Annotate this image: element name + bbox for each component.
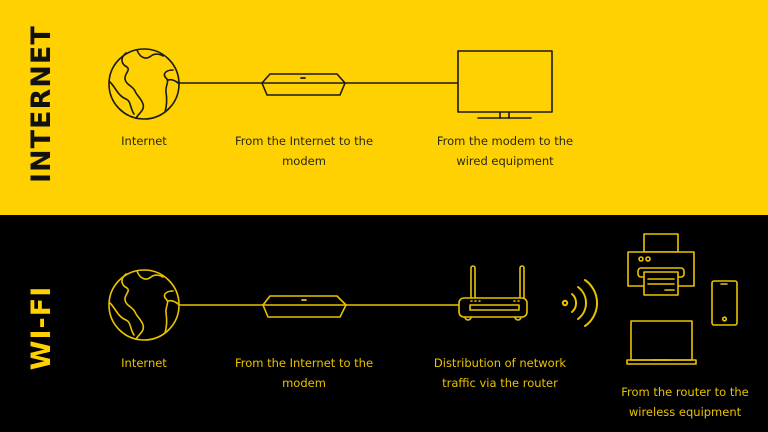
wifi-step-label-router: Distribution of network traffic via the … (433, 356, 567, 390)
laptop-icon (626, 320, 697, 365)
internet-step-label-internet: Internet (121, 134, 167, 148)
wifi-signal-icon (561, 279, 598, 327)
monitor-icon (457, 50, 553, 119)
internet-step-label-modem: From the Internet to the modem (234, 134, 374, 168)
wifi-step-label-modem: From the Internet to the modem (234, 356, 374, 390)
globe-icon (108, 269, 180, 341)
internet-step-label-wired-equipment: From the modem to the wired equipment (436, 134, 574, 168)
smartphone-icon (711, 280, 738, 326)
printer-icon (627, 233, 695, 296)
modem-icon (262, 295, 347, 318)
wifi-step-label-internet: Internet (121, 356, 167, 370)
globe-icon (108, 48, 180, 120)
modem-icon (261, 73, 346, 96)
router-icon (458, 265, 528, 321)
wifi-step-label-wireless-equipment: From the router to the wireless equipmen… (621, 385, 749, 419)
